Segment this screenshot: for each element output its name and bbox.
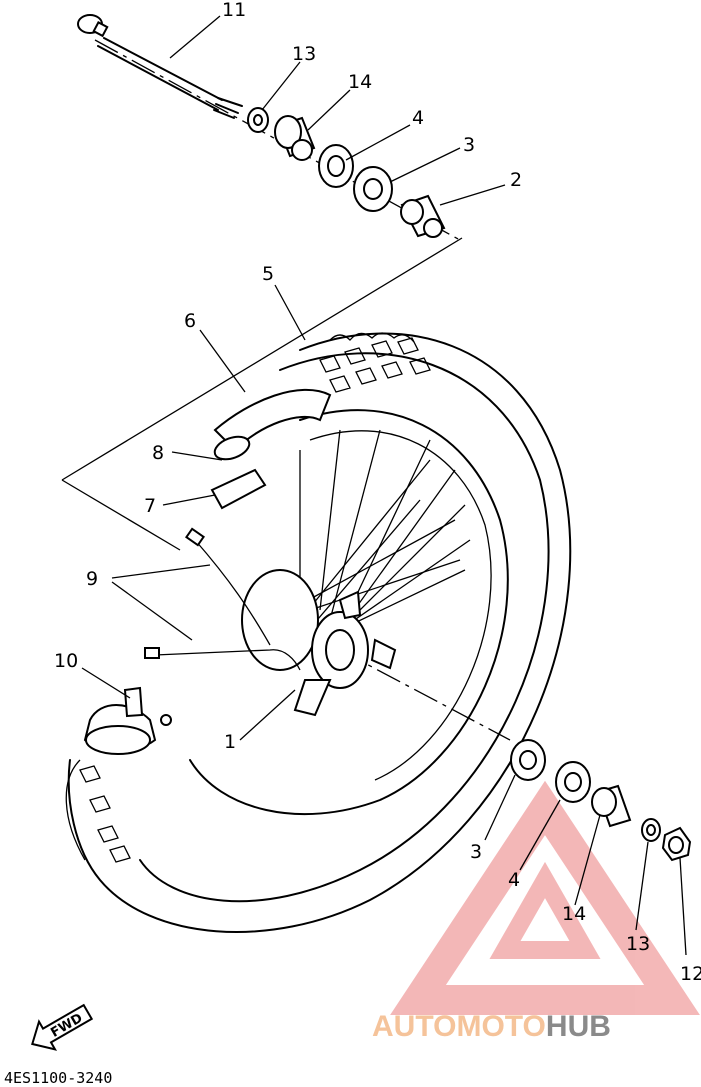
axle-nut-12	[661, 826, 692, 862]
upper-bearing-4	[318, 144, 354, 188]
watermark-text: AUTOMOTOHUB	[372, 1010, 611, 1043]
rim	[189, 409, 509, 816]
part-label-9: 9	[86, 568, 98, 590]
part-label-2: 2	[510, 169, 522, 191]
axle-bolt	[77, 14, 243, 119]
part-label-13-upper: 13	[292, 43, 316, 65]
part-label-4-upper: 4	[412, 107, 424, 129]
part-label-6: 6	[184, 310, 196, 332]
part-label-3-upper: 3	[463, 134, 475, 156]
part-label-11: 11	[222, 0, 246, 21]
lower-bearing-3	[510, 739, 546, 781]
drawing-code: 4ES1100-3240	[4, 1069, 112, 1087]
rim-lock-7	[210, 468, 267, 510]
rim-band-6	[213, 388, 332, 461]
part-label-4-lower: 4	[508, 869, 520, 891]
part-label-14-lower: 14	[562, 903, 586, 925]
part-label-13-lower: 13	[626, 933, 650, 955]
upper-spacer-14	[274, 115, 316, 161]
part-label-3-lower: 3	[470, 841, 482, 863]
part-label-14-upper: 14	[348, 71, 372, 93]
speedometer-cable	[144, 527, 301, 671]
leader-lines	[81, 15, 687, 956]
watermark-logo	[390, 780, 700, 1015]
watermark-text-automoto: AUTOMOTO	[372, 1010, 546, 1043]
part-label-12: 12	[680, 963, 701, 985]
tire	[65, 332, 572, 933]
lower-bearing-4	[555, 761, 591, 803]
part-label-5: 5	[262, 263, 274, 285]
hub	[241, 569, 397, 717]
part-label-10: 10	[54, 650, 78, 672]
upper-collar-13	[247, 107, 269, 133]
spacer-2	[400, 194, 446, 238]
axle-centerline	[61, 39, 511, 741]
watermark-text-hub: HUB	[546, 1010, 611, 1043]
lower-spacer-14	[591, 784, 632, 828]
part-label-8: 8	[152, 442, 164, 464]
lower-collar-13	[641, 818, 661, 842]
speedometer-gear-unit	[83, 686, 172, 755]
fwd-arrow-badge: FWD	[31, 1003, 94, 1051]
part-label-7: 7	[144, 495, 156, 517]
upper-bearing-3	[353, 166, 393, 212]
part-label-1: 1	[224, 731, 236, 753]
